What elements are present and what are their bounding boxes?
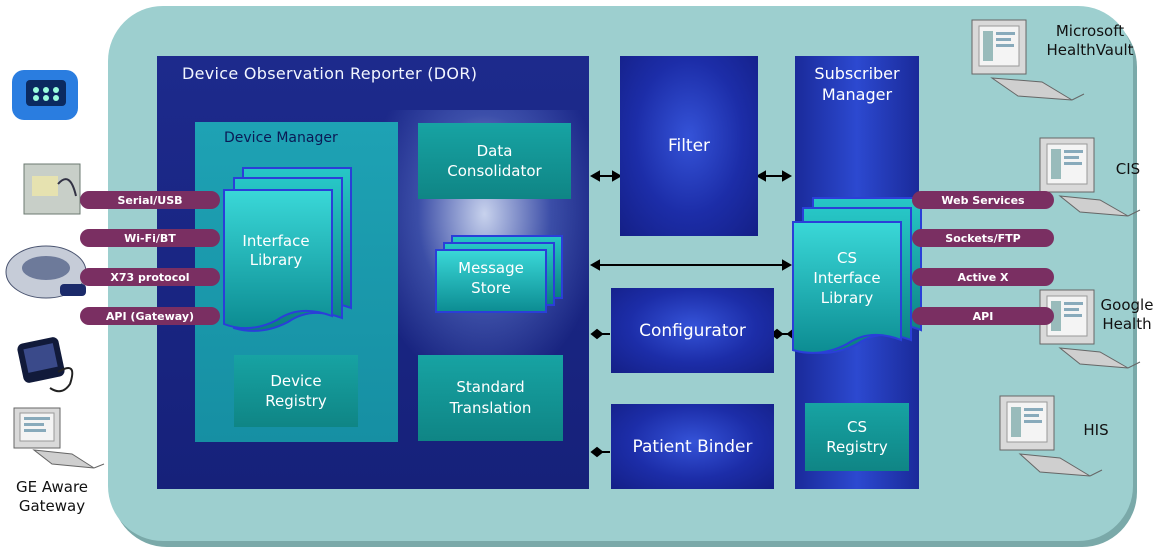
cs-registry-box: CS Registry bbox=[805, 403, 909, 471]
his-computer-icon bbox=[999, 395, 1103, 477]
connector-api-gateway: API (Gateway) bbox=[80, 307, 220, 325]
subscriber-manager-title: Subscriber Manager bbox=[795, 63, 919, 105]
cs-registry-label-2: Registry bbox=[826, 438, 888, 456]
dor-title: Device Observation Reporter (DOR) bbox=[182, 64, 478, 83]
connector-sockets-ftp: Sockets/FTP bbox=[912, 229, 1054, 247]
gateway-label: GE Aware Gateway bbox=[2, 478, 102, 516]
cs-registry-label-1: CS bbox=[847, 418, 867, 436]
healthvault-label-2: HealthVault bbox=[1046, 41, 1134, 59]
connector-serial-usb: Serial/USB bbox=[80, 191, 220, 209]
device-registry-box: Device Registry bbox=[234, 355, 358, 427]
message-store-label-2: Store bbox=[471, 279, 511, 297]
configurator-box: Configurator bbox=[611, 288, 774, 373]
standard-translation-label-1: Standard bbox=[456, 378, 525, 396]
gateway-computer-icon bbox=[13, 407, 105, 469]
tablet-stethoscope-icon bbox=[17, 337, 74, 393]
his-label: HIS bbox=[1083, 421, 1109, 439]
gateway-label-2: Gateway bbox=[18, 497, 86, 515]
message-store-label-1: Message bbox=[458, 259, 524, 277]
connector-x73: X73 protocol bbox=[80, 268, 220, 286]
data-consolidator-box: Data Consolidator bbox=[418, 123, 571, 199]
subscriber-manager-title-1: Subscriber bbox=[814, 64, 900, 83]
standard-translation-label-2: Translation bbox=[449, 399, 532, 417]
data-consolidator-label-1: Data bbox=[476, 142, 513, 160]
interface-library-label: Interface Library bbox=[226, 232, 326, 270]
cs-interface-library-label-1: CS bbox=[837, 249, 857, 267]
filter-label: Filter bbox=[667, 136, 711, 156]
data-consolidator-label-2: Consolidator bbox=[447, 162, 542, 180]
google-health-label-1: Google bbox=[1100, 296, 1154, 314]
cis-computer-icon bbox=[1039, 137, 1141, 217]
message-store-pages bbox=[435, 235, 563, 313]
cis-label: CIS bbox=[1115, 160, 1141, 178]
cs-interface-library-label: CS Interface Library bbox=[793, 248, 901, 308]
interface-library-label-2: Library bbox=[249, 251, 303, 269]
glucose-meter-icon bbox=[23, 163, 81, 215]
device-manager-title: Device Manager bbox=[224, 130, 338, 146]
device-registry-label-1: Device bbox=[270, 372, 322, 390]
cs-interface-library-label-2: Interface bbox=[813, 269, 881, 287]
device-registry-label-2: Registry bbox=[265, 392, 327, 410]
google-health-label-2: Health bbox=[1102, 315, 1152, 333]
google-health-label: Google Health bbox=[1090, 296, 1164, 334]
healthvault-computer-icon bbox=[971, 19, 1085, 101]
blood-pressure-monitor-icon bbox=[12, 70, 78, 120]
patient-binder-box: Patient Binder bbox=[611, 404, 774, 489]
subscriber-manager-title-2: Manager bbox=[821, 85, 893, 104]
interface-library-pages bbox=[223, 167, 352, 332]
connector-wifi-bt: Wi-Fi/BT bbox=[80, 229, 220, 247]
cs-interface-library-label-3: Library bbox=[820, 289, 874, 307]
connector-active-x: Active X bbox=[912, 268, 1054, 286]
interface-library-label-1: Interface bbox=[242, 232, 310, 250]
scale-device-icon bbox=[5, 245, 87, 299]
connector-web-services: Web Services bbox=[912, 191, 1054, 209]
connector-api: API bbox=[912, 307, 1054, 325]
filter-box: Filter bbox=[620, 56, 758, 236]
patient-binder-label: Patient Binder bbox=[632, 436, 753, 457]
gateway-label-1: GE Aware bbox=[15, 478, 89, 496]
healthvault-label-1: Microsoft bbox=[1055, 22, 1125, 40]
configurator-label: Configurator bbox=[639, 320, 746, 341]
healthvault-label: Microsoft HealthVault bbox=[1030, 22, 1150, 60]
message-store-label: Message Store bbox=[436, 258, 546, 298]
standard-translation-box: Standard Translation bbox=[418, 355, 563, 441]
